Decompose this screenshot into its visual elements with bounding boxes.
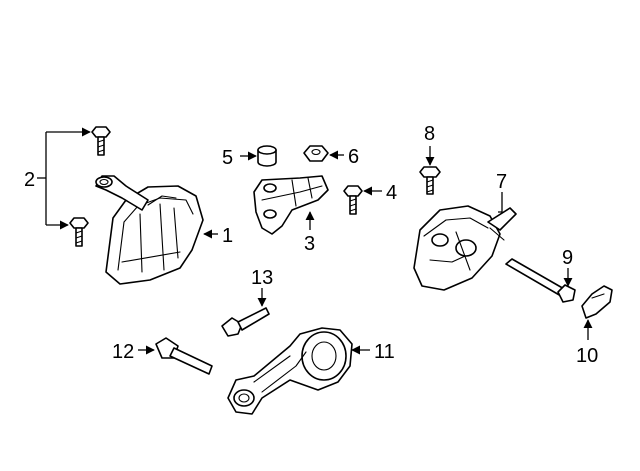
leader-lines (37, 127, 593, 355)
part-1-mount-bracket (95, 175, 204, 285)
part-3-bracket (253, 175, 329, 235)
callout-11: 11 (374, 341, 395, 363)
callout-3: 3 (304, 233, 315, 255)
part-10-clip (581, 285, 613, 319)
part-12-bolt (155, 337, 213, 375)
callout-4: 4 (386, 182, 397, 204)
part-11-torque-rod (227, 327, 353, 415)
callout-9: 9 (562, 247, 573, 269)
callout-6: 6 (348, 146, 359, 168)
part-8-bolt (419, 166, 441, 195)
callout-13: 13 (251, 267, 273, 289)
callout-7: 7 (496, 171, 507, 193)
part-9-bolt (505, 258, 576, 303)
part-5-spacer (257, 145, 277, 167)
part-13-bolt (221, 307, 270, 337)
part-2-bolt-lower (69, 217, 89, 247)
part-6-nut (303, 145, 329, 162)
callout-12: 12 (112, 341, 134, 363)
callout-10: 10 (576, 345, 598, 367)
callout-1: 1 (222, 225, 233, 247)
part-2-bolt-upper (91, 126, 111, 156)
part-7-engine-mount (413, 205, 517, 291)
callout-8: 8 (424, 123, 435, 145)
part-4-bolt (343, 185, 363, 215)
callout-5: 5 (222, 147, 233, 169)
callout-2: 2 (24, 169, 35, 191)
